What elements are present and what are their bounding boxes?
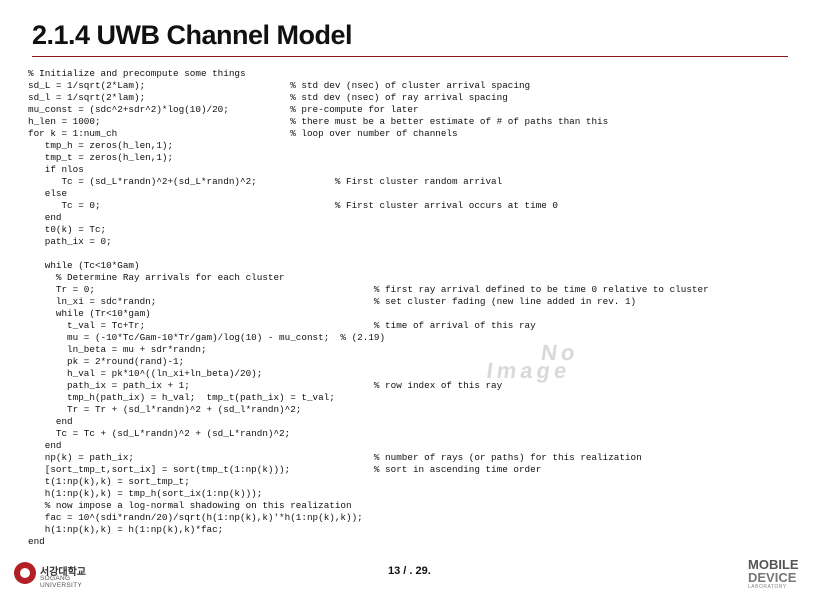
code-line [28, 248, 709, 260]
mobile-device-lab-logo: MOBILE DEVICE LABORATORY [748, 558, 808, 592]
code-line: h(1:np(k),k) = tmp_h(sort_ix(1:np(k))); [28, 488, 263, 499]
code-line: t0(k) = Tc; [28, 224, 107, 235]
lab-logo-bottom: DEVICE [748, 570, 797, 585]
lab-logo-sub: LABORATORY [748, 584, 787, 590]
code-line: else [28, 188, 68, 199]
no-image-watermark: No Image [485, 340, 580, 383]
university-name-korean: 서강대학교 [40, 567, 86, 578]
code-line: Tc = 0; % First cluster arrival occurs a… [28, 200, 559, 211]
code-line: mu = (-10*Tc/Gam-10*Tr/gam)/log(10) - mu… [28, 332, 386, 343]
code-line: ln_xi = sdc*randn; % set cluster fading … [28, 296, 637, 307]
code-line: end [28, 536, 45, 547]
university-name-english: SOGANG UNIVERSITY [40, 575, 83, 589]
code-line: Tr = Tr + (sd_l*randn)^2 + (sd_l*randn)^… [28, 404, 302, 415]
code-line: Tr = 0; % first ray arrival defined to b… [28, 284, 709, 295]
code-line: ln_beta = mu + sdr*randn; [28, 344, 207, 355]
code-line: Tc = Tc + (sd_L*randn)^2 + (sd_L*randn)^… [28, 428, 291, 439]
code-line: end [28, 440, 62, 451]
code-line: tmp_h = zeros(h_len,1); [28, 140, 174, 151]
code-line: end [28, 212, 62, 223]
code-line: h_len = 1000; % there must be a better e… [28, 116, 609, 127]
code-line: [sort_tmp_t,sort_ix] = sort(tmp_t(1:np(k… [28, 464, 542, 475]
code-line: path_ix = 0; [28, 236, 112, 247]
code-line: h_val = pk*10^((ln_xi+ln_beta)/20); [28, 368, 263, 379]
code-line: t(1:np(k),k) = sort_tmp_t; [28, 476, 190, 487]
code-line: while (Tr<10*gam) [28, 308, 151, 319]
code-line: path_ix = path_ix + 1; % row index of th… [28, 380, 503, 391]
code-line: while (Tc<10*Gam) [28, 260, 140, 271]
code-line: mu_const = (sdc^2+sdr^2)*log(10)/20; % p… [28, 104, 419, 115]
code-line: % Determine Ray arrivals for each cluste… [28, 272, 285, 283]
watermark-line-2: Image [485, 358, 573, 383]
code-line: np(k) = path_ix; % number of rays (or pa… [28, 452, 642, 463]
code-line: if nlos [28, 164, 84, 175]
code-line: for k = 1:num_ch % loop over number of c… [28, 128, 458, 139]
code-line: t_val = Tc+Tr; % time of arrival of this… [28, 320, 536, 331]
code-line: % Initialize and precompute some things [28, 68, 246, 79]
code-line: sd_l = 1/sqrt(2*lam); % std dev (nsec) o… [28, 92, 508, 103]
code-line: pk = 2*round(rand)-1; [28, 356, 185, 367]
code-line: tmp_t = zeros(h_len,1); [28, 152, 174, 163]
code-line: tmp_h(path_ix) = h_val; tmp_t(path_ix) =… [28, 392, 335, 403]
code-line: sd_L = 1/sqrt(2*Lam); % std dev (nsec) o… [28, 80, 531, 91]
code-line: % now impose a log-normal shadowing on t… [28, 500, 352, 511]
sogang-university-logo: 서강대학교 SOGANG UNIVERSITY [14, 562, 110, 589]
code-line: fac = 10^(sdi*randn/20)/sqrt(h(1:np(k),k… [28, 512, 363, 523]
code-line: Tc = (sd_L*randn)^2+(sd_L*randn)^2; % Fi… [28, 176, 503, 187]
slide-title: 2.1.4 UWB Channel Model [32, 20, 353, 50]
page-number: 13 / . 29. [388, 565, 431, 577]
code-line: end [28, 416, 73, 427]
code-line: h(1:np(k),k) = h(1:np(k),k)*fac; [28, 524, 224, 535]
university-seal-icon [14, 562, 36, 584]
title-divider [32, 56, 788, 57]
lab-logo-top: MOBILE [748, 557, 799, 572]
